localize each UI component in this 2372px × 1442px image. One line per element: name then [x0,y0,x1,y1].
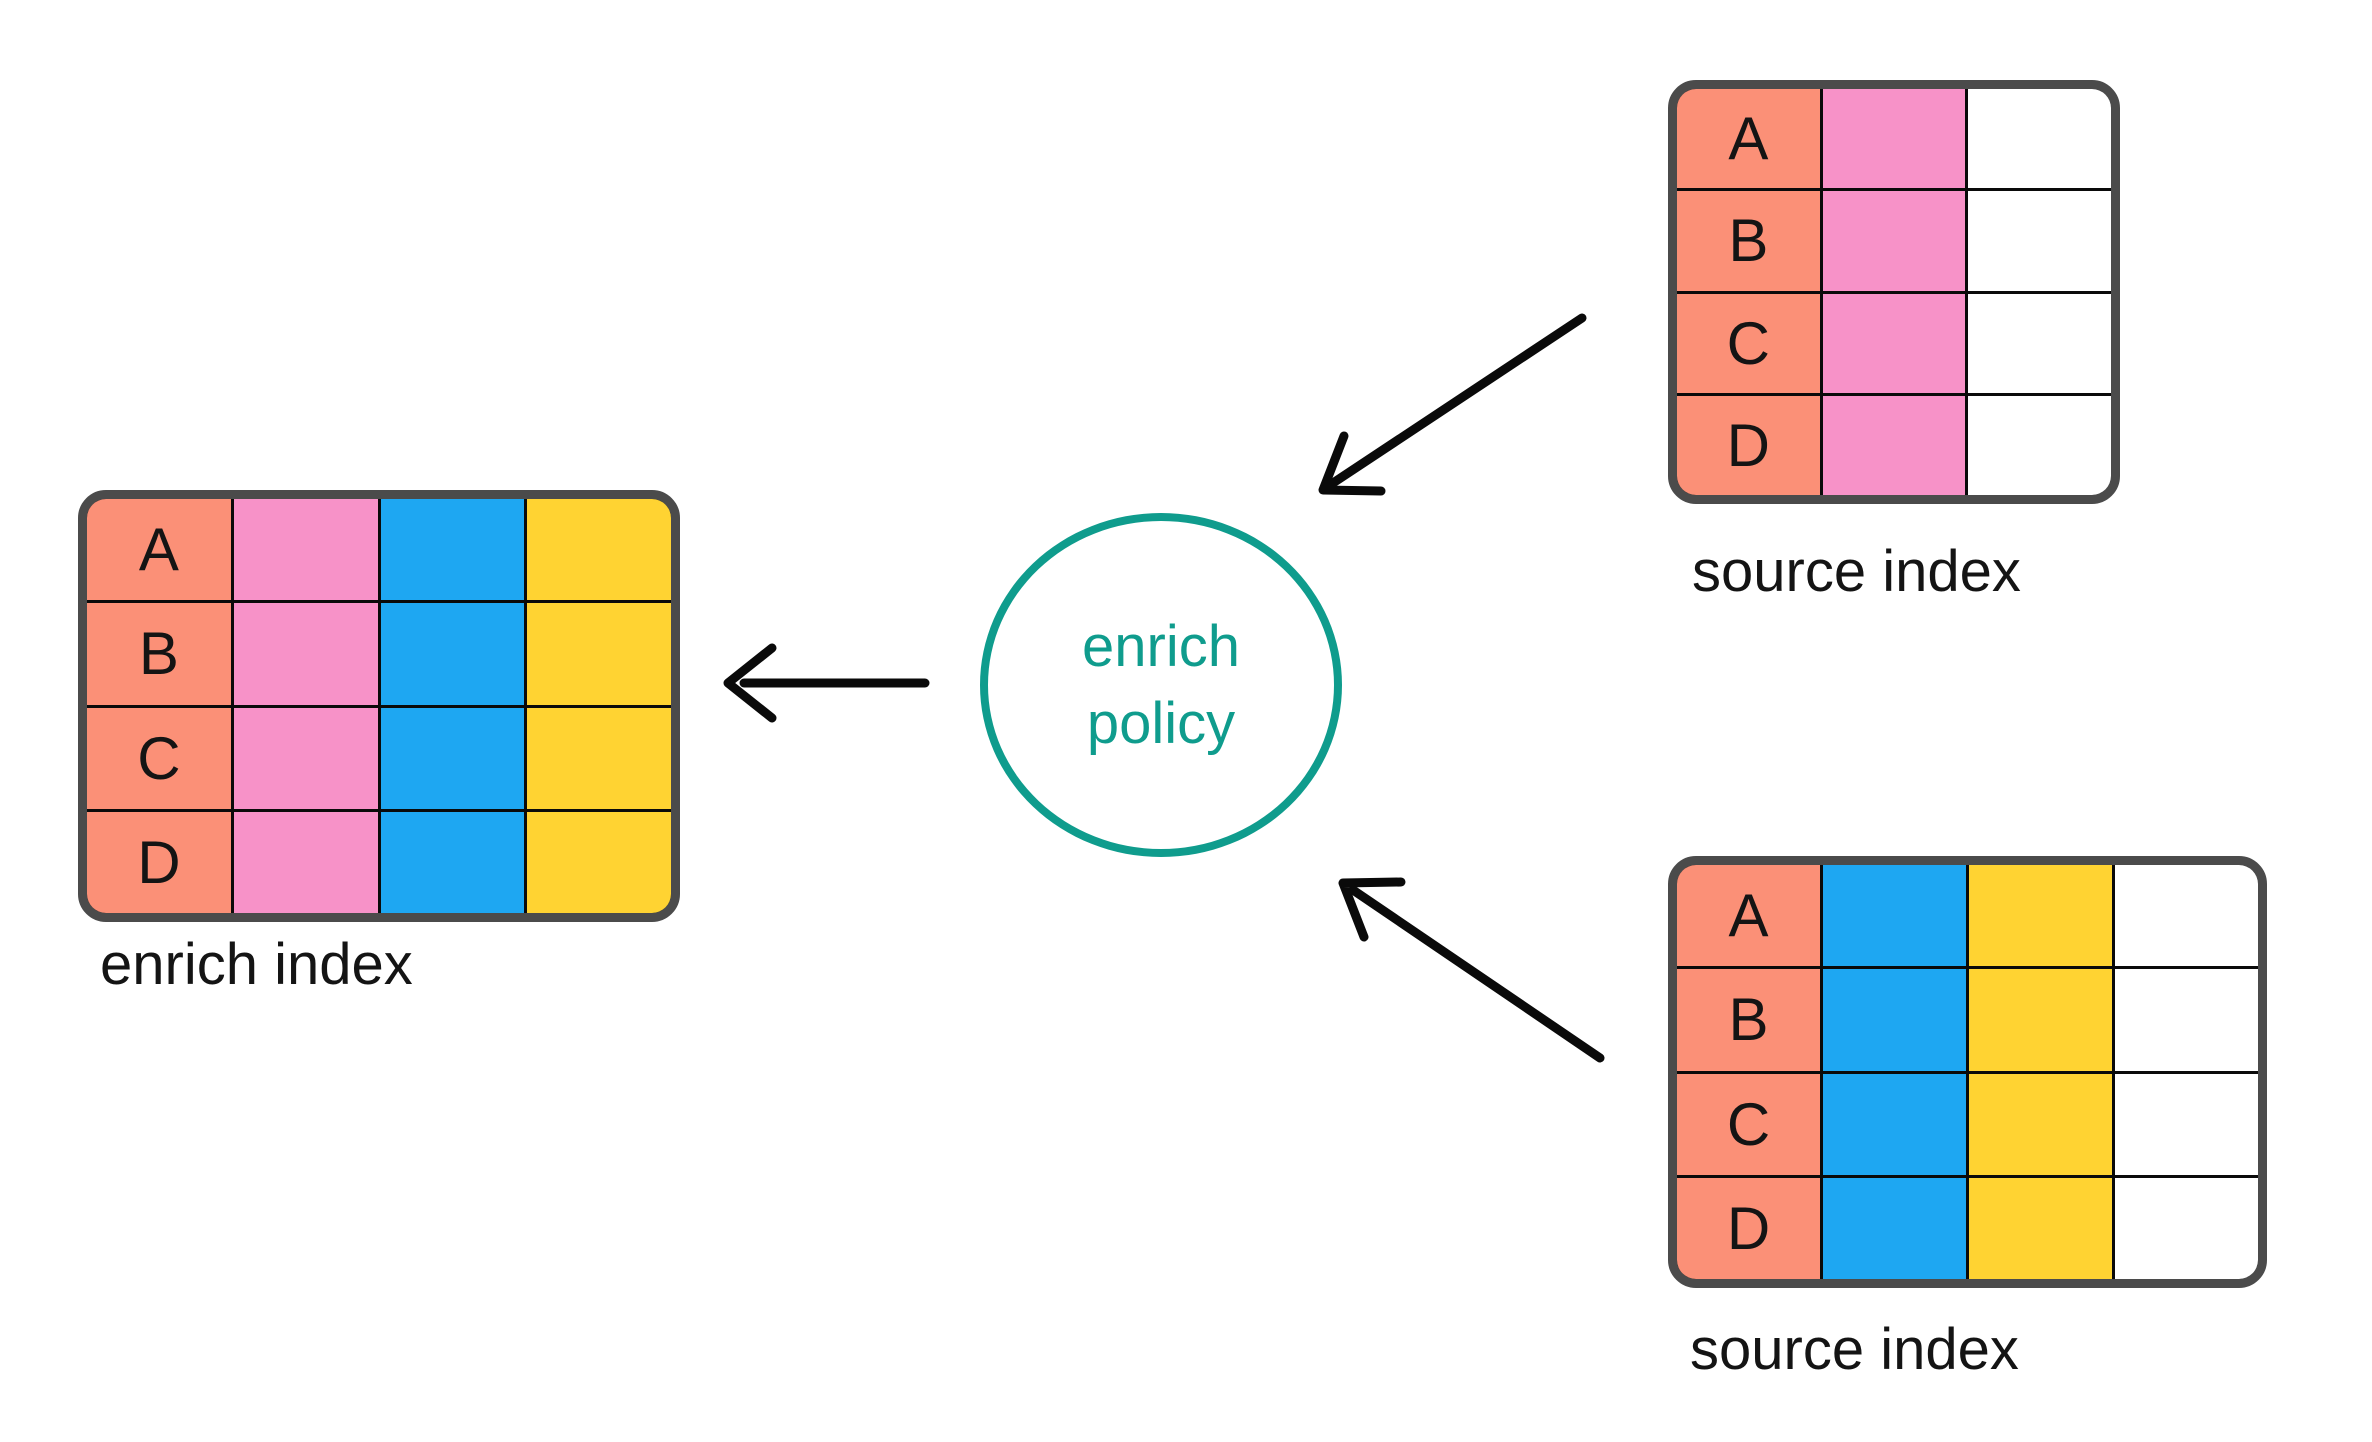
table-cell-pink [233,707,378,809]
table-cell-pink [1822,293,1966,393]
table-cell-white [2115,969,2258,1071]
row-label-cell-C: C [1677,293,1820,393]
arrow-source-bottom-to-policy [1338,877,1605,1063]
table-cell-pink [1822,191,1966,291]
arrow-policy-to-enrich-index [723,643,930,723]
table-cell-yellow [1969,865,2112,967]
table-cell-blue [1823,865,1966,967]
table-cell-yellow [1969,1177,2112,1279]
table-cell-yellow [1969,969,2112,1071]
table-cell-white [1968,191,2111,291]
table-cell-blue [1823,1073,1966,1175]
table-cell-pink [233,603,378,705]
table-cell-white [2115,1177,2258,1279]
table-cell-blue [380,603,525,705]
row-label-cell-A: A [1677,865,1820,967]
row-label-cell-D: D [1677,1177,1820,1279]
source-index-label-bottom: source index [1690,1317,2019,1382]
row-label-cell-A: A [87,499,231,601]
row-label-cell-D: D [87,811,231,913]
table-cell-blue [1823,1177,1966,1279]
table-cell-yellow [1969,1073,2112,1175]
table-cell-blue [1823,969,1966,1071]
row-label-cell-D: D [1677,395,1820,495]
enrich-policy-text-line2: policy [1086,691,1236,756]
table-cell-white [1968,89,2111,189]
table-cell-white [2115,865,2258,967]
table-cell-blue [380,811,525,913]
table-cell-pink [233,811,378,913]
table-cell-blue [380,707,525,809]
table-cell-pink [233,499,378,601]
enrich-policy-node: enrich policy [980,513,1342,857]
table-cell-yellow [527,811,671,913]
table-cell-pink [1822,89,1966,189]
row-label-cell-A: A [1677,89,1820,189]
table-cell-pink [1822,395,1966,495]
table-cell-yellow [527,707,671,809]
table-cell-white [1968,395,2111,495]
table-cell-white [1968,293,2111,393]
row-label-cell-C: C [87,707,231,809]
enrich-policy-text-line1: enrich [1082,613,1240,679]
source-index-label-top: source index [1692,539,2021,604]
enrich-index-label: enrich index [100,932,413,997]
row-label-cell-B: B [87,603,231,705]
arrow-source-top-to-policy [1318,313,1587,496]
row-label-cell-C: C [1677,1073,1820,1175]
table-cell-blue [380,499,525,601]
table-cell-yellow [527,603,671,705]
row-label-cell-B: B [1677,191,1820,291]
table-cell-yellow [527,499,671,601]
row-label-cell-B: B [1677,969,1820,1071]
table-cell-white [2115,1073,2258,1175]
